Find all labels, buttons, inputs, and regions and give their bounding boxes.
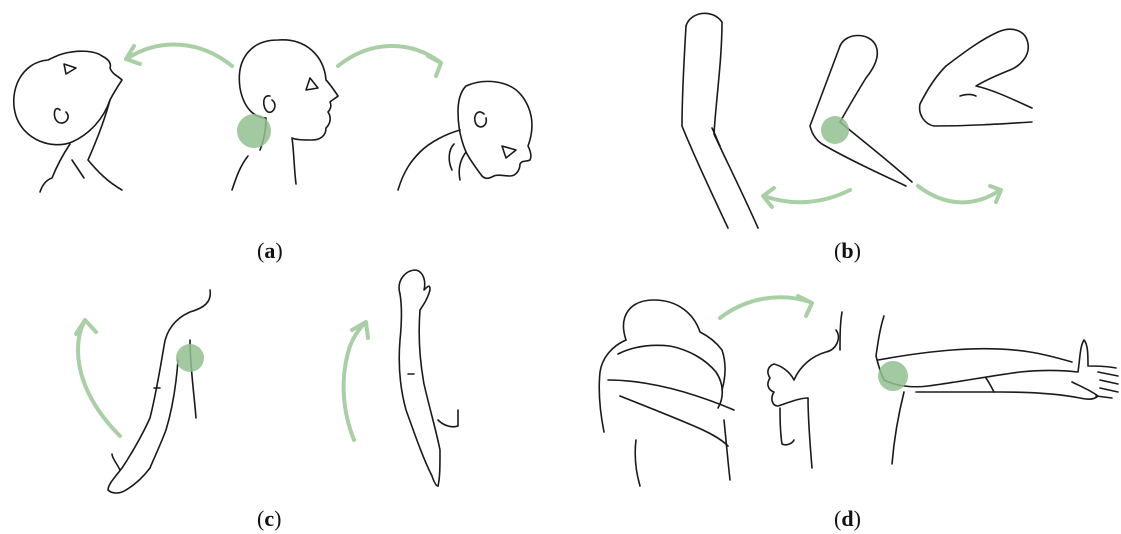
arrow-elbow-extension — [764, 190, 850, 202]
shoulder-highlight-c — [176, 344, 204, 372]
panel-d-drawing — [599, 296, 1118, 486]
panel-c-drawing — [76, 270, 458, 493]
arrow-arm-lift-left — [78, 322, 120, 436]
arrowhead-arm-across — [798, 296, 812, 316]
head-tilted-back — [14, 51, 122, 192]
panel-label-a: (a) — [257, 238, 283, 264]
elbow-highlight — [821, 116, 849, 144]
panel-label-d: (d) — [834, 506, 861, 532]
panel-label-c: (c) — [257, 506, 281, 532]
arrowhead-arm-lift-left — [76, 320, 96, 334]
head-neutral — [232, 40, 338, 190]
panel-a-drawing — [14, 40, 532, 192]
neck-highlight — [237, 114, 271, 148]
arrow-neck-extension — [128, 45, 232, 66]
panel-b-drawing — [682, 13, 1032, 228]
head-bent-forward — [398, 81, 532, 190]
panel-label-b: (b) — [834, 238, 861, 264]
arrow-elbow-flexion — [918, 186, 1000, 202]
arrow-arm-lift-right — [344, 324, 364, 440]
arrow-arm-across — [720, 297, 810, 318]
arrow-neck-flexion — [338, 46, 440, 66]
shoulder-highlight-d — [878, 361, 908, 391]
